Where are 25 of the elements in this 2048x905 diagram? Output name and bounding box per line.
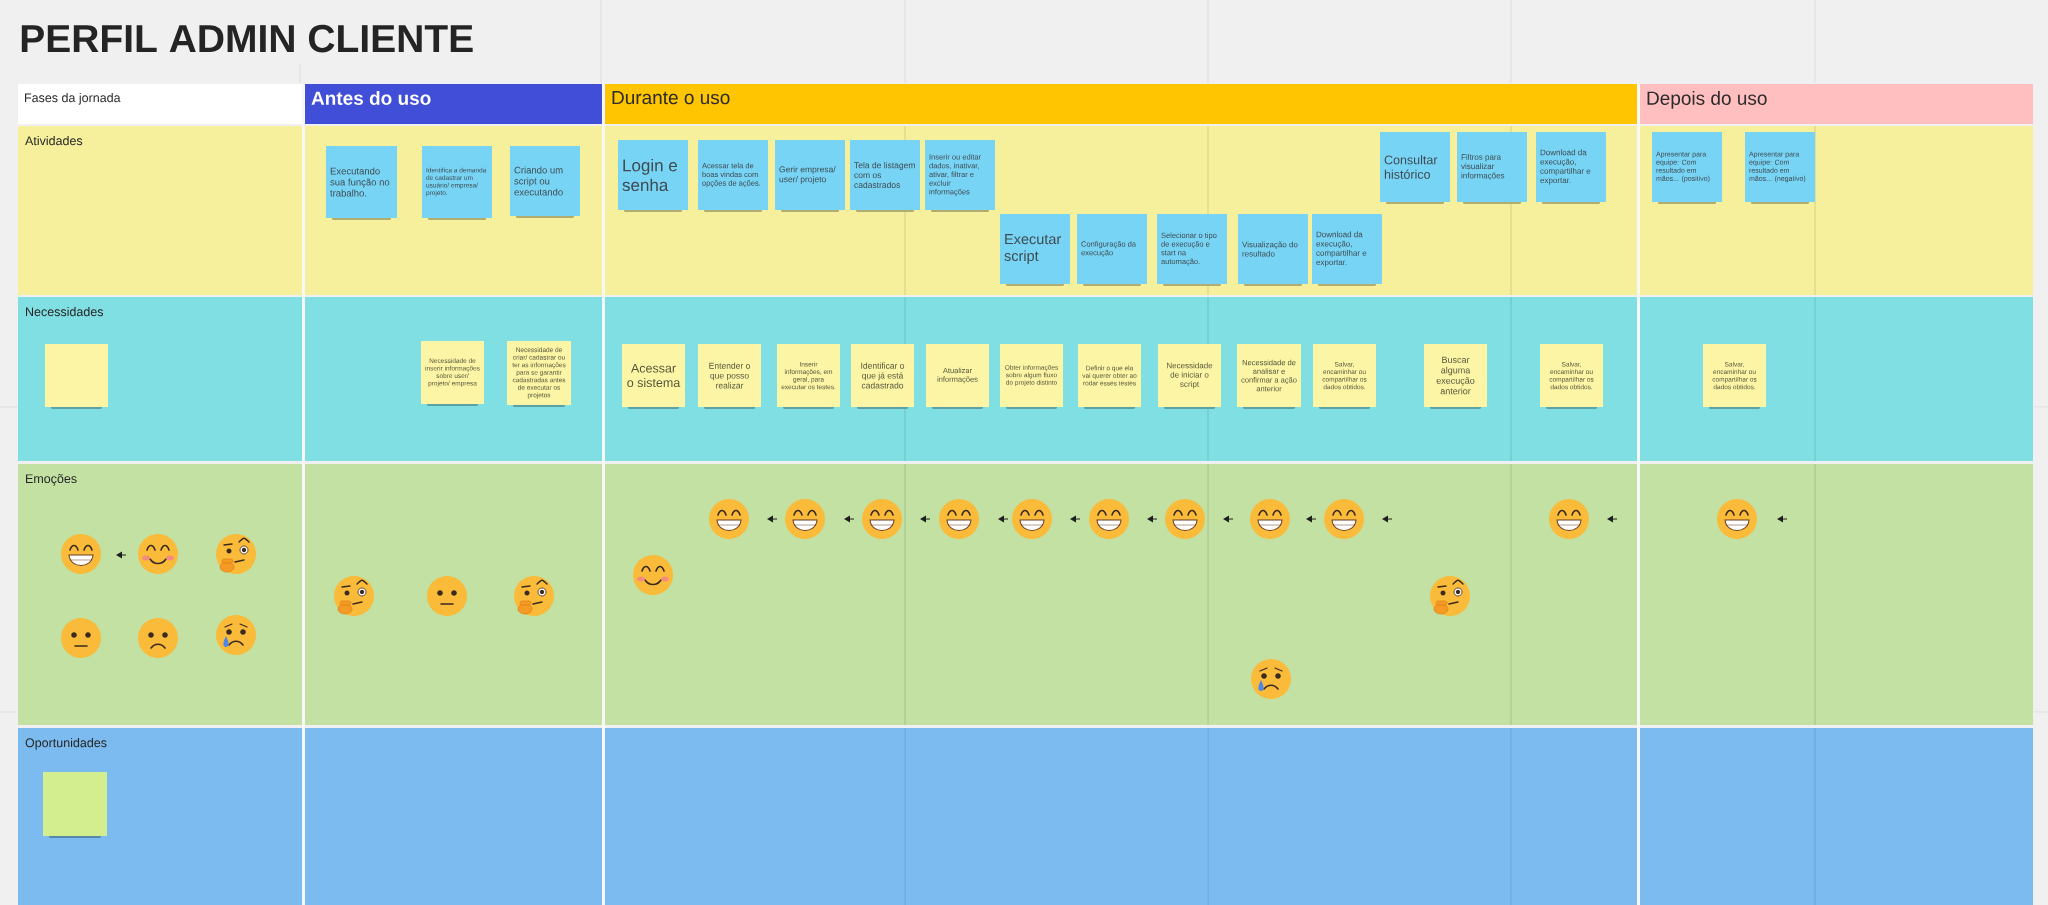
sticky-note: Filtros para visualizar informações bbox=[1457, 132, 1527, 204]
sticky-note: Identificar o que já está cadastrado bbox=[851, 344, 914, 409]
sticky-note: Entender o que posso realizar bbox=[698, 344, 761, 409]
sticky-note bbox=[43, 772, 107, 838]
title: PERFIL ADMIN CLIENTE bbox=[21, 24, 473, 53]
sticky-note: Consultar histórico bbox=[1380, 132, 1450, 204]
sticky-note: Necessidade de iniciar o script bbox=[1158, 344, 1221, 409]
sticky-note: Acessar o sistema bbox=[622, 344, 685, 409]
phase-header: Durante o uso bbox=[605, 84, 1637, 124]
sticky-note: Buscar alguma execução anterior bbox=[1424, 344, 1487, 409]
phase-header: Depois do uso bbox=[1640, 84, 2033, 124]
swimlane: Emoções bbox=[18, 464, 2033, 725]
sticky-note: Criando um script ou executando bbox=[510, 146, 580, 218]
sticky-note: Executar script bbox=[1000, 214, 1070, 286]
header-cell: Fases da jornada bbox=[18, 84, 302, 124]
sticky-note: Download da execução, compartilhar e exportar. bbox=[1536, 132, 1606, 204]
sticky-note: Gerir empresa/ user/ projeto bbox=[775, 140, 845, 212]
sticky-note: Executando sua função no trabalho. bbox=[326, 146, 397, 220]
sticky-note: Visualização do resultado bbox=[1238, 214, 1308, 286]
sticky-note: Download da execução, compartilhar e exportar. bbox=[1312, 214, 1382, 286]
sticky-note bbox=[45, 344, 108, 409]
phase-header: Antes do uso bbox=[305, 84, 602, 124]
sticky-note: Login e senha bbox=[618, 140, 688, 212]
sticky-note: Tela de listagem com os cadastrados bbox=[850, 140, 920, 212]
swimlane: Oportunidades bbox=[18, 728, 2033, 905]
